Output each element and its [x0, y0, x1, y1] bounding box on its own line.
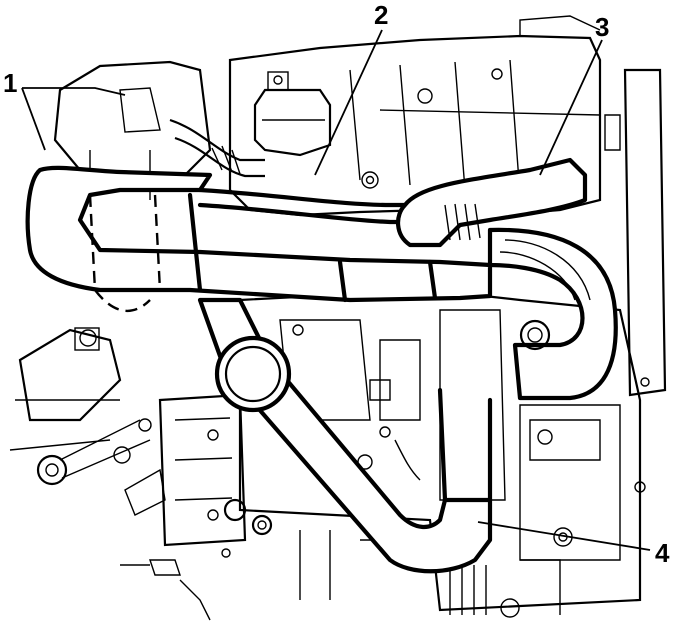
callout-1: 1: [3, 68, 18, 98]
leader-2: [314, 29, 383, 176]
callout-4: 4: [655, 538, 670, 568]
hose-2-upper-pipe: [197, 187, 443, 225]
leader-3: [539, 39, 603, 176]
leader-4: [477, 521, 651, 551]
hose-4-lower-pipe: [197, 297, 493, 574]
callout-3: 3: [595, 12, 610, 42]
callout-2: 2: [374, 0, 389, 30]
hose-1-air-duct: [25, 165, 493, 312]
leader-1b: [22, 87, 126, 96]
engine-block: [9, 15, 667, 621]
hose-3-curved-pipe: [396, 157, 618, 401]
leader-1a: [21, 87, 46, 151]
callout-leaders: [21, 29, 651, 551]
